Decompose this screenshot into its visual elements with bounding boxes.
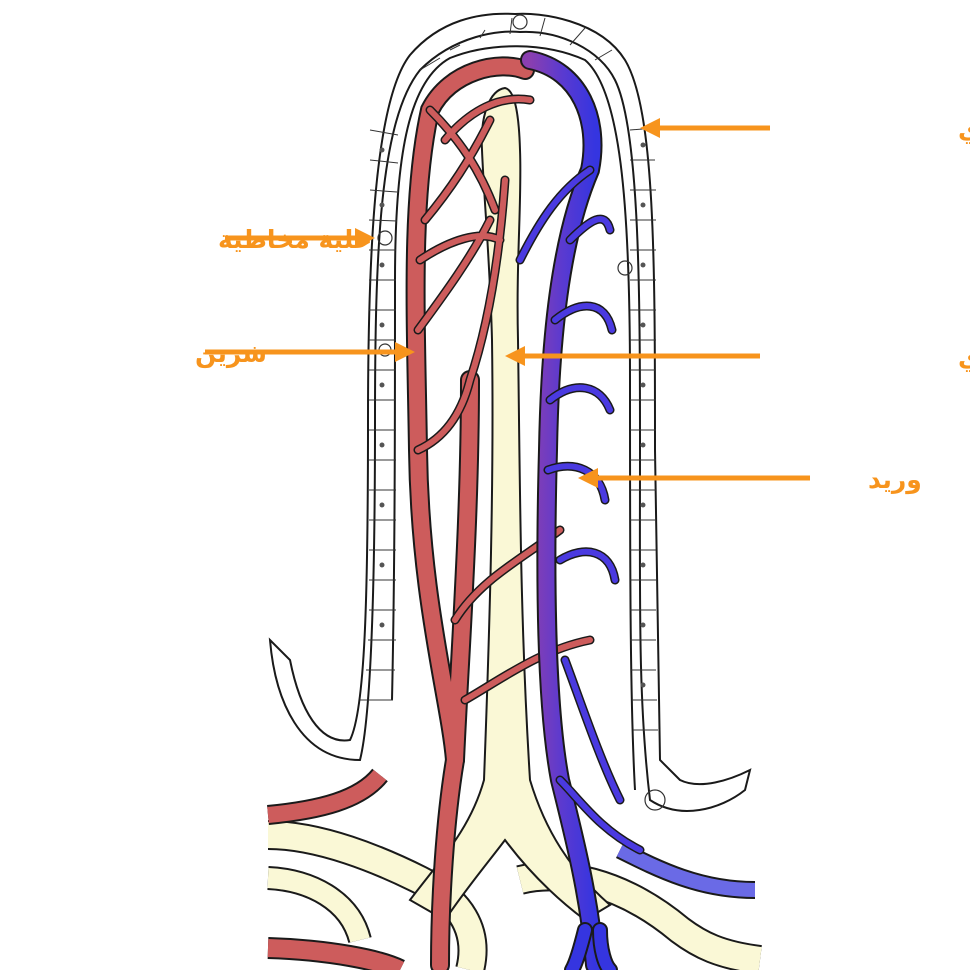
label-epithelium: ظهار معوي [958,115,970,145]
label-lacteal: عرق لمفاوي [958,343,970,373]
label-goblet-cell: خلية مخاطية [218,225,372,254]
label-vein: وريد [868,465,922,495]
label-artery: شرين [195,339,267,369]
